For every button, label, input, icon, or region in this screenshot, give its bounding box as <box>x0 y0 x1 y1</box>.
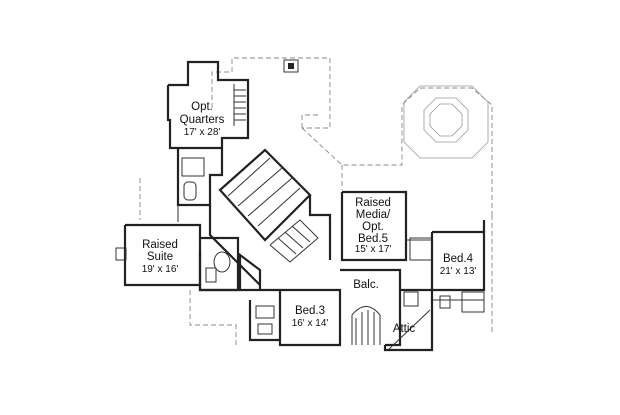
room-label-balcony: Balc. <box>353 279 379 291</box>
room-label-bed4: Bed.4 21' x 13' <box>440 253 477 277</box>
svg-text:Bed.3: Bed.3 <box>295 305 325 317</box>
room-label-opt-quarters: Opt. Quarters 17' x 28' <box>180 101 225 138</box>
room-label-raised-suite: Raised Suite 19' x 16' <box>142 239 179 275</box>
svg-text:16' x 14': 16' x 14' <box>292 318 329 329</box>
svg-text:Attic: Attic <box>393 323 416 335</box>
opt-quarters-walls <box>166 60 250 150</box>
chimney-icon <box>283 59 299 73</box>
room-label-raised-media: Raised Media/ Opt. Bed.5 15' x 17' <box>355 197 392 255</box>
svg-text:Raised: Raised <box>142 239 178 251</box>
svg-text:Media/: Media/ <box>356 209 391 221</box>
svg-text:Opt.: Opt. <box>191 101 213 113</box>
bath-block-left <box>176 148 224 222</box>
room-label-attic: Attic <box>393 323 416 335</box>
svg-text:Quarters: Quarters <box>180 114 225 126</box>
svg-text:21' x 13': 21' x 13' <box>440 266 477 277</box>
svg-text:Balc.: Balc. <box>353 279 379 291</box>
center-bath-block <box>198 236 262 292</box>
balcony-walls <box>340 268 402 347</box>
svg-text:Opt.: Opt. <box>362 221 384 233</box>
octagon-gazebo <box>403 85 489 159</box>
svg-text:Raised: Raised <box>355 197 391 209</box>
svg-text:Bed.4: Bed.4 <box>443 253 474 265</box>
angled-hall-walls <box>208 148 332 286</box>
room-label-bed3: Bed.3 16' x 14' <box>292 305 329 329</box>
svg-text:15' x 17': 15' x 17' <box>355 244 392 255</box>
svg-text:19' x 16': 19' x 16' <box>142 264 179 275</box>
bed4-walls <box>430 220 486 313</box>
bed3-walls <box>240 288 342 347</box>
svg-text:Bed.5: Bed.5 <box>358 233 388 245</box>
attic-walls <box>383 288 434 352</box>
svg-text:17' x 28': 17' x 28' <box>184 127 221 138</box>
lower-level-outline <box>139 57 493 345</box>
raised-suite-walls <box>115 223 240 292</box>
svg-text:Suite: Suite <box>147 251 173 263</box>
